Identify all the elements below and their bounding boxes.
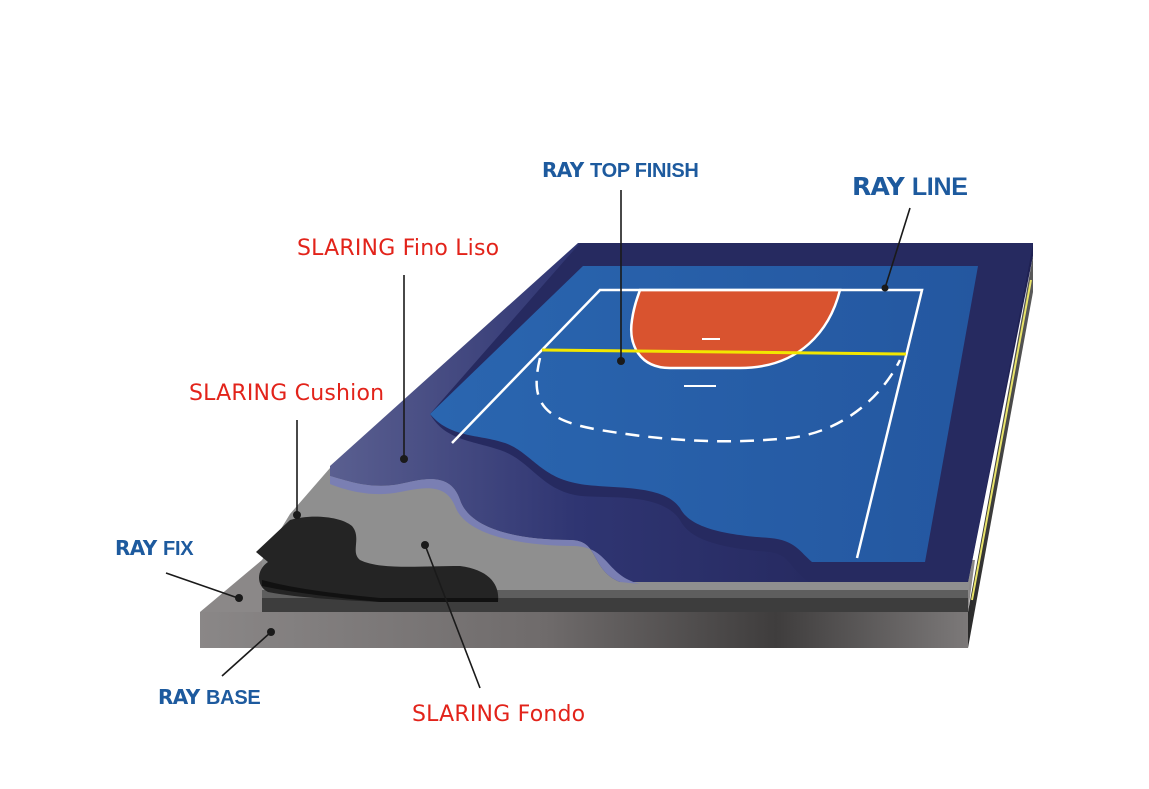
callout-leaders [165, 190, 911, 689]
court-boundary-line [451, 288, 924, 559]
free-throw-dashed-line [535, 357, 902, 443]
slaring-cushion-edge [262, 580, 498, 602]
label-slaring-fondo: SLARING Fondo [412, 702, 586, 727]
label-slaring-cushion: SLARING Cushion [189, 381, 385, 406]
fino-liso-wave-edge [330, 476, 640, 584]
ray-brand-text: RAY [158, 685, 200, 709]
layer-name-text: TOP FINISH [590, 160, 699, 182]
court-surface [430, 266, 978, 562]
label-ray-line: RAY LINE [852, 174, 968, 200]
layer-name-text: FIX [163, 538, 194, 560]
label-ray-base: RAY BASE [158, 685, 261, 709]
yellow-court-line [541, 348, 907, 356]
layer-name-text: BASE [206, 687, 261, 709]
label-ray-top-finish: RAY TOP FINISH [542, 160, 699, 181]
label-slaring-fino-liso: SLARING Fino Liso [297, 236, 500, 261]
ray-brand-text: RAY [115, 536, 157, 560]
ray-brand-text: RAY [852, 172, 905, 201]
slaring-cushion-layer [256, 516, 499, 602]
ray-line-edge-stripe [971, 279, 1032, 601]
label-ray-fix: RAY FIX [115, 536, 194, 560]
goal-area [630, 288, 842, 370]
layer-name-text: LINE [911, 173, 968, 201]
ray-base-front [200, 612, 968, 648]
ray-brand-text: RAY [542, 158, 584, 182]
callout-dots [235, 284, 889, 636]
